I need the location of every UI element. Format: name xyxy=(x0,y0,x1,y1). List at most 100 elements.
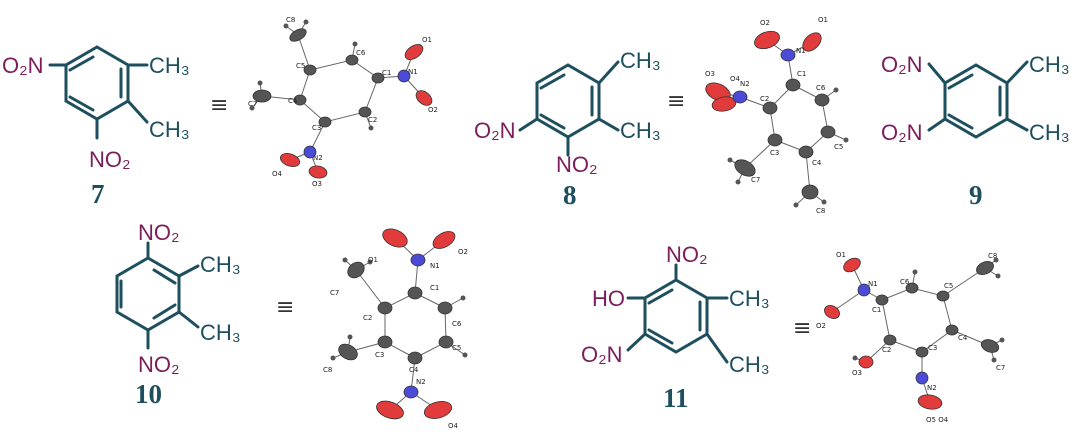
ortep10-hydrogen xyxy=(367,259,373,265)
ortep8-label-o1: O1 xyxy=(818,16,828,24)
equiv-symbol-8: ≡ xyxy=(667,89,685,114)
compound-9-number: 9 xyxy=(969,180,983,210)
c11-label-ch3-top: CH₃ xyxy=(729,286,770,311)
c11-label-no2: NO₂ xyxy=(666,242,708,267)
ortep7-label-c6: C6 xyxy=(356,49,366,57)
ortep7-hydrogen xyxy=(303,19,309,25)
ortep10-atom-c4 xyxy=(407,351,423,365)
ortep7-label-c2: C2 xyxy=(368,116,377,124)
ortep7-label-c7: C7 xyxy=(248,100,257,108)
ortep8-atom-c1 xyxy=(785,78,801,92)
ortep11-atom-c2 xyxy=(883,334,897,346)
ortep8-label-o3: O3 xyxy=(705,70,715,78)
c9-label-o2n-bottom: O₂N xyxy=(881,120,923,145)
ortep8-atom-c4 xyxy=(798,145,814,159)
ortep11-atom-o3 xyxy=(858,355,874,369)
ortep11-label-c1: C1 xyxy=(872,306,881,314)
equiv-symbol-7: ≡ xyxy=(210,93,228,118)
ortep10-label-c8: C8 xyxy=(323,366,332,374)
c9-label-ch3-bottom: CH₃ xyxy=(1029,120,1070,145)
compound-10-number: 10 xyxy=(135,379,162,409)
ortep8-atom-c3 xyxy=(767,133,783,147)
ortep8-atom-o1 xyxy=(802,32,822,52)
compound-7-structure: O₂N CH₃ CH₃ NO₂ 7 xyxy=(2,45,190,209)
ortep7-atom-n1 xyxy=(397,69,411,83)
ortep7-atom-c8 xyxy=(289,28,307,42)
ortep10-atom-c7 xyxy=(347,261,365,279)
ortep11-label-n2: N2 xyxy=(927,384,937,392)
ortep10-label-c2: C2 xyxy=(363,314,372,322)
ortep11-hydrogen xyxy=(912,269,918,275)
ortep10-label-c7: C7 xyxy=(330,289,339,297)
ortep11-label-c6: C6 xyxy=(900,278,910,286)
ortep11-atom-o2 xyxy=(824,305,840,319)
ortep11-atom-c5 xyxy=(936,290,950,302)
ortep7-label-c1: C1 xyxy=(382,69,391,77)
ortep-structure-8: O2 O1 N1 O3 O4 N2 C1 C2 C6 C5 C3 C4 C7 C… xyxy=(705,16,849,215)
ortep7-atom-c4 xyxy=(293,94,307,106)
ortep8-hydrogen xyxy=(833,87,839,93)
ortep11-label-n1: N1 xyxy=(868,280,878,288)
ortep8-label-c8: C8 xyxy=(816,207,825,215)
ortep10-atom-c6 xyxy=(437,301,453,315)
ortep10-hydrogen xyxy=(462,352,468,358)
compound-9-structure: O₂N O₂N CH₃ CH₃ 9 xyxy=(881,52,1070,210)
ortep11-atom-c4 xyxy=(945,324,959,336)
ortep7-atom-c3 xyxy=(318,116,332,128)
ortep11-label-c4: C4 xyxy=(958,334,968,342)
ortep11-label-c8: C8 xyxy=(988,252,997,260)
ortep11-atom-c1 xyxy=(875,294,889,306)
ortep8-label-c4: C4 xyxy=(812,159,822,167)
compound-11-number: 11 xyxy=(663,383,689,413)
ortep7-label-c4: C4 xyxy=(288,97,298,105)
ortep7-hydrogen xyxy=(368,125,374,131)
ortep8-label-c3: C3 xyxy=(770,149,779,157)
c8-label-ch3-bottom: CH₃ xyxy=(620,118,661,143)
ortep8-label-c7: C7 xyxy=(751,176,760,184)
compound-10-structure: NO₂ CH₃ CH₃ NO₂ 10 xyxy=(115,220,241,409)
ortep8-label-o4: O4 xyxy=(730,75,741,83)
compound-10-bonds xyxy=(115,241,200,350)
ortep7-atom-o1 xyxy=(404,44,424,60)
ortep7-hydrogen xyxy=(249,105,255,111)
compound-8-number: 8 xyxy=(563,180,577,210)
ortep11-hydrogen xyxy=(999,337,1005,343)
ortep11-label-c2: C2 xyxy=(882,346,891,354)
ortep7-label-c3: C3 xyxy=(312,124,321,132)
compound-8-bonds xyxy=(518,60,620,157)
ortep10-atom-o2 xyxy=(432,231,456,249)
ortep8-label-n2: N2 xyxy=(740,80,750,88)
c10-label-ch3-top: CH₃ xyxy=(200,252,241,277)
ortep11-atom-n1 xyxy=(857,283,871,297)
ortep8-hydrogen xyxy=(735,179,741,185)
ortep11-atom-n2 xyxy=(915,371,929,385)
ortep10-atom-c5 xyxy=(438,335,454,349)
c10-label-no2-top: NO₂ xyxy=(138,220,180,245)
ortep10-atom-c2 xyxy=(377,301,393,315)
ortep8-atom-c7 xyxy=(734,159,756,177)
c11-label-ho: HO xyxy=(592,286,625,311)
ortep11-label-c5: C5 xyxy=(944,282,953,290)
c9-label-ch3-top: CH₃ xyxy=(1029,52,1070,77)
ortep11-hydrogen xyxy=(852,355,858,361)
ortep-structure-11: O1 N1 O2 C1 C6 C5 C8 C2 C3 C4 C7 O3 N2 O… xyxy=(816,251,1005,424)
equiv-symbol-11: ≡ xyxy=(793,316,811,341)
ortep10-atom-c1 xyxy=(407,286,423,300)
ortep10-label-o1: O1 xyxy=(368,256,378,264)
compound-11-bonds xyxy=(626,263,729,364)
compound-8-structure: CH₃ CH₃ O₂N NO₂ 8 xyxy=(474,48,661,210)
ortep11-label-o3: O3 xyxy=(852,369,862,377)
ortep11-atom-o5 xyxy=(917,394,943,410)
ortep7-atom-o2 xyxy=(415,90,433,106)
ortep10-atom-c3 xyxy=(377,335,393,349)
ortep7-atom-c2 xyxy=(358,106,372,118)
ortep7-label-o2: O2 xyxy=(428,106,438,114)
ortep8-label-c2: C2 xyxy=(760,95,769,103)
ortep7-atom-c7 xyxy=(252,89,272,103)
ortep10-label-c5: C5 xyxy=(452,344,461,352)
ortep8-hydrogen xyxy=(793,202,799,208)
ortep8-label-n1: N1 xyxy=(796,47,806,55)
c7-label-ch3-top: CH₃ xyxy=(149,53,190,78)
c9-label-o2n-top: O₂N xyxy=(881,52,923,77)
